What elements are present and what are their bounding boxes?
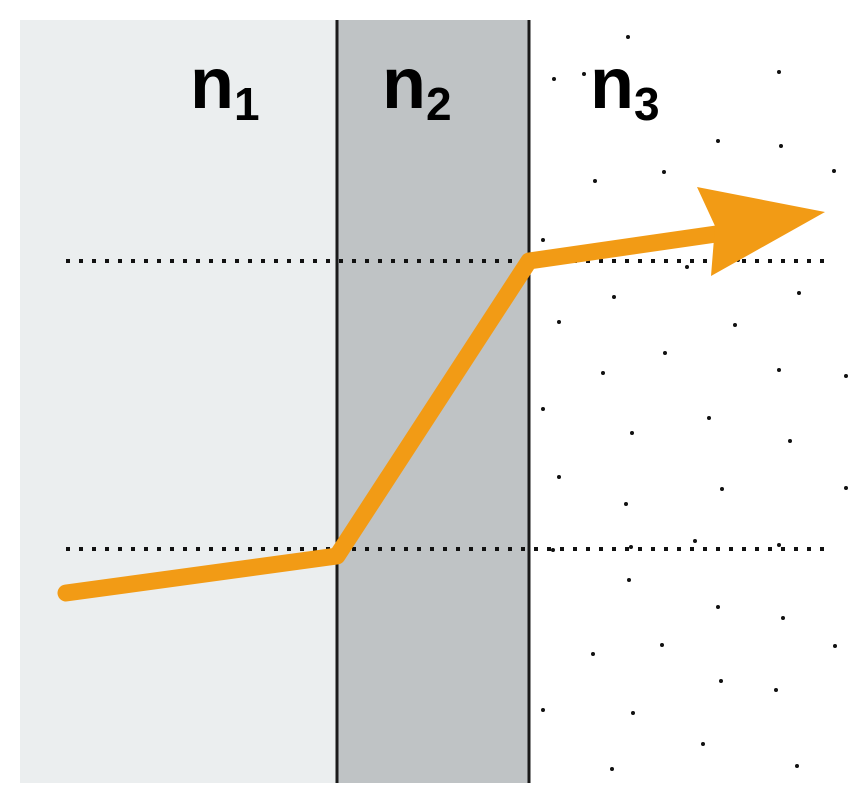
medium-n3-dot <box>693 539 697 543</box>
medium-n3-dot <box>788 439 792 443</box>
label-n2: n2 <box>382 44 452 130</box>
medium-n3-dot <box>551 548 555 552</box>
medium-n3-dot <box>663 351 667 355</box>
label-n1: n1 <box>190 44 260 130</box>
medium-n3-dot <box>844 486 848 490</box>
medium-n3-dot <box>719 679 723 683</box>
medium-n3-dot <box>701 742 705 746</box>
medium-n3-dot <box>612 295 616 299</box>
medium-n3-dot <box>707 416 711 420</box>
medium-n3-dot <box>832 169 836 173</box>
medium-n3-dot <box>591 652 595 656</box>
medium-n3-dot <box>610 767 614 771</box>
medium-n3-dot <box>720 487 724 491</box>
medium-n3-dot <box>777 70 781 74</box>
medium-n3-dot <box>557 320 561 324</box>
arrow-head-icon <box>697 187 825 276</box>
medium-n3-dot <box>593 179 597 183</box>
medium-n3-dot <box>629 545 633 549</box>
medium-n3-dot <box>777 368 781 372</box>
medium-n3-dot <box>630 431 634 435</box>
medium-n3-dot <box>716 139 720 143</box>
medium-n3-dot <box>601 371 605 375</box>
medium-n3-dot-pattern <box>541 35 848 771</box>
medium-n3-dot <box>795 764 799 768</box>
medium-n3-region <box>529 20 859 783</box>
medium-n3-dot <box>662 170 666 174</box>
medium-n3-dot <box>844 374 848 378</box>
medium-n3-dot <box>557 475 561 479</box>
medium-n3-dot <box>626 35 630 39</box>
medium-n3-dot <box>624 502 628 506</box>
medium-n3-dot <box>541 708 545 712</box>
label-n3: n3 <box>590 44 660 130</box>
medium-n3-dot <box>640 113 644 117</box>
medium-n3-dot <box>582 72 586 76</box>
medium-n3-dot <box>627 578 631 582</box>
medium-n3-dot <box>541 407 545 411</box>
medium-n3-dot <box>779 144 783 148</box>
light-ray <box>57 223 739 602</box>
medium-n3-dot <box>774 688 778 692</box>
medium-n1-region <box>20 20 337 783</box>
medium-n3-dot <box>552 77 556 81</box>
medium-n3-dot <box>716 605 720 609</box>
medium-n3-dot <box>660 643 664 647</box>
medium-n3-dot <box>733 323 737 327</box>
medium-n3-dot <box>781 616 785 620</box>
medium-n3-dot <box>797 291 801 295</box>
medium-n3-dot <box>685 265 689 269</box>
medium-n3-dot <box>833 644 837 648</box>
medium-n3-dot <box>541 238 545 242</box>
medium-n3-dot <box>631 711 635 715</box>
medium-n3-dot <box>777 543 781 547</box>
